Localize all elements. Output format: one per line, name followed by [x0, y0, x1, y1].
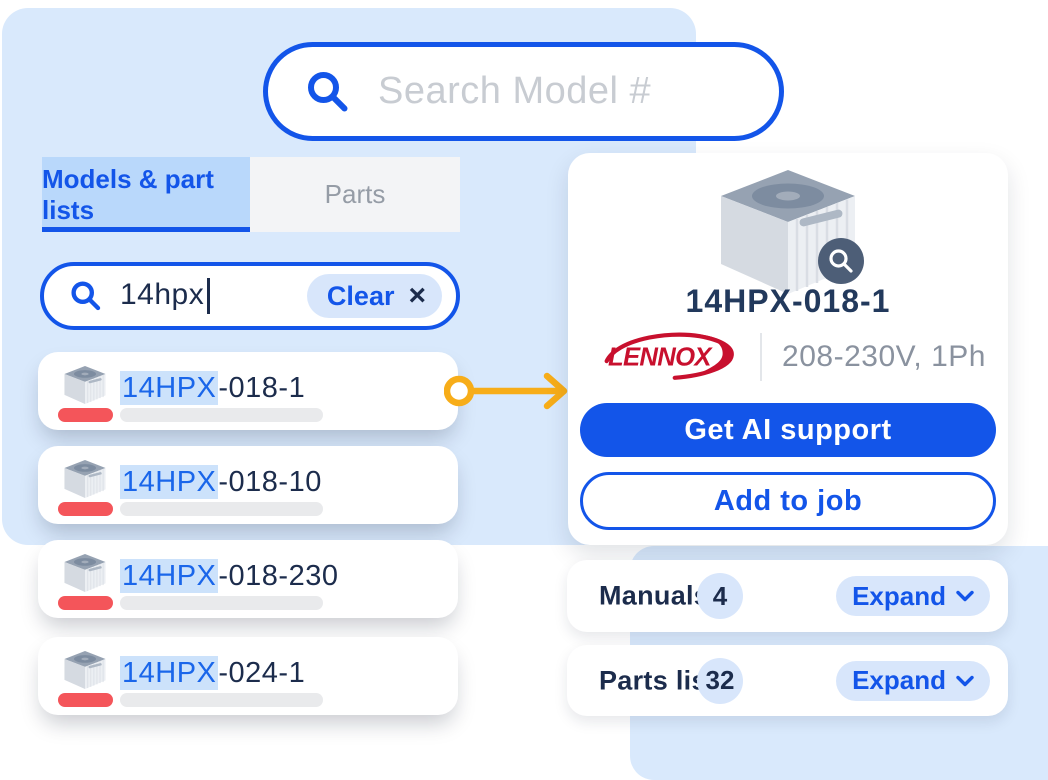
match-highlight: 14HPX — [120, 559, 219, 593]
ac-unit-icon — [64, 650, 106, 690]
status-bar-gray — [120, 502, 323, 516]
svg-text:LENNOX: LENNOX — [608, 343, 713, 371]
chevron-down-icon — [956, 590, 974, 602]
parts-list-expand-button[interactable]: Expand — [836, 660, 990, 701]
tab-models-label: Models & part lists — [42, 163, 214, 225]
product-specs: 208-230V, 1Ph — [782, 340, 986, 373]
brand-row: LENNOX 208-230V, 1Ph — [568, 331, 1008, 383]
status-bar-gray — [120, 408, 323, 422]
zoom-image-button[interactable] — [818, 238, 864, 284]
product-model-title: 14HPX-018-1 — [685, 283, 891, 319]
match-highlight: 14HPX — [120, 465, 219, 499]
search-model-input[interactable]: Search Model # — [263, 42, 784, 141]
lennox-logo: LENNOX — [604, 332, 734, 380]
search-icon — [70, 280, 102, 312]
status-bar-red — [58, 502, 113, 516]
parts-list-row[interactable]: Parts list 32 Expand — [567, 645, 1008, 716]
model-number: 14HPX-018-10 — [120, 465, 322, 499]
ac-unit-icon — [64, 553, 106, 593]
manuals-count-badge: 4 — [697, 573, 743, 619]
match-highlight: 14HPX — [120, 371, 219, 405]
status-bar-gray — [120, 693, 323, 707]
ac-unit-icon — [64, 459, 106, 499]
tab-parts[interactable]: Parts — [250, 157, 460, 232]
clear-button[interactable]: Clear × — [306, 274, 442, 318]
result-item-2[interactable]: 14HPX-018-10 — [38, 446, 458, 524]
product-card: 14HPX-018-1 LENNOX 208-230V, 1Ph Get AI … — [568, 153, 1008, 545]
active-tab-underline — [42, 227, 250, 232]
model-number: 14HPX-024-1 — [120, 656, 306, 690]
manuals-label: Manuals — [599, 580, 710, 611]
ac-unit-icon — [64, 365, 106, 405]
match-highlight: 14HPX — [120, 656, 219, 690]
close-icon: × — [408, 279, 426, 312]
result-item-4[interactable]: 14HPX-024-1 — [38, 637, 458, 715]
text-cursor — [207, 278, 211, 315]
parts-list-label: Parts list — [599, 665, 717, 695]
chevron-down-icon — [956, 675, 974, 686]
add-to-job-button[interactable]: Add to job — [580, 472, 996, 530]
filter-search-input[interactable]: 14hpx Clear × — [40, 262, 460, 330]
result-tabs: Models & part lists Parts — [42, 157, 460, 232]
search-icon — [306, 70, 350, 114]
tab-models-part-lists[interactable]: Models & part lists — [42, 157, 250, 232]
status-bar-red — [58, 693, 113, 707]
manuals-expand-button[interactable]: Expand — [836, 576, 990, 616]
result-item-3[interactable]: 14HPX-018-230 — [38, 540, 458, 618]
tab-parts-label: Parts — [324, 179, 386, 209]
vertical-divider — [760, 333, 763, 381]
status-bar-red — [58, 596, 113, 610]
clear-label: Clear — [326, 280, 395, 311]
parts-list-count-badge: 32 — [697, 657, 743, 704]
search-placeholder: Search Model # — [378, 70, 652, 112]
status-bar-red — [58, 408, 113, 422]
filter-query-text: 14hpx — [120, 278, 211, 315]
get-ai-support-button[interactable]: Get AI support — [580, 403, 996, 457]
result-item-1[interactable]: 14HPX-018-1 — [38, 352, 458, 430]
manuals-row[interactable]: Manuals 4 Expand — [567, 560, 1008, 632]
model-number: 14HPX-018-230 — [120, 559, 339, 593]
model-number: 14HPX-018-1 — [120, 371, 306, 405]
status-bar-gray — [120, 596, 323, 610]
pointer-arrow-icon — [444, 372, 568, 410]
